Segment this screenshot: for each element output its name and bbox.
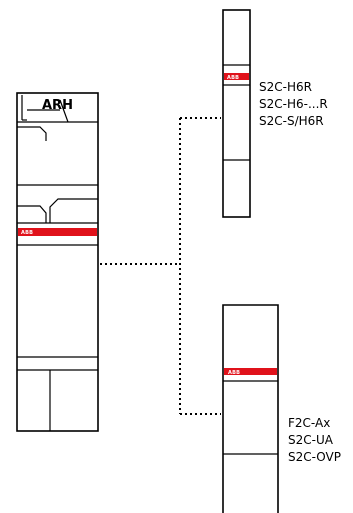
bottom-accessory-brand-logo: ABB (228, 370, 240, 376)
bottom-accessory-model-3: S2C-OVP (288, 450, 341, 464)
main-device-lever-line (59, 99, 69, 123)
main-device-brand-logo: ABB (21, 230, 33, 236)
main-device: ABB ARH (16, 92, 99, 432)
top-accessory-model-1: S2C-H6R (259, 80, 312, 94)
main-device-upper-step (17, 126, 47, 141)
top-accessory: ABB S2C-H6R S2C-H6-...R S2C-S/H6R (222, 9, 328, 218)
main-device-abb-stripe (18, 228, 97, 236)
top-accessory-abb-stripe (224, 73, 249, 80)
bottom-accessory-model-2: S2C-UA (288, 433, 334, 447)
main-device-label: ARH (42, 98, 73, 113)
main-device-lower-step (49, 198, 98, 223)
main-device-body (16, 92, 99, 432)
connector-lines (100, 117, 221, 415)
main-device-notch (17, 205, 47, 223)
bottom-accessory: ABB F2C-Ax S2C-UA S2C-OVP (222, 304, 341, 513)
bottom-accessory-body (222, 304, 279, 513)
top-accessory-model-2: S2C-H6-...R (259, 97, 328, 111)
bottom-accessory-model-1: F2C-Ax (288, 416, 330, 430)
top-accessory-model-3: S2C-S/H6R (259, 114, 324, 128)
top-accessory-brand-logo: ABB (227, 75, 239, 81)
top-accessory-body (222, 9, 251, 218)
bottom-accessory-abb-stripe (224, 368, 277, 375)
